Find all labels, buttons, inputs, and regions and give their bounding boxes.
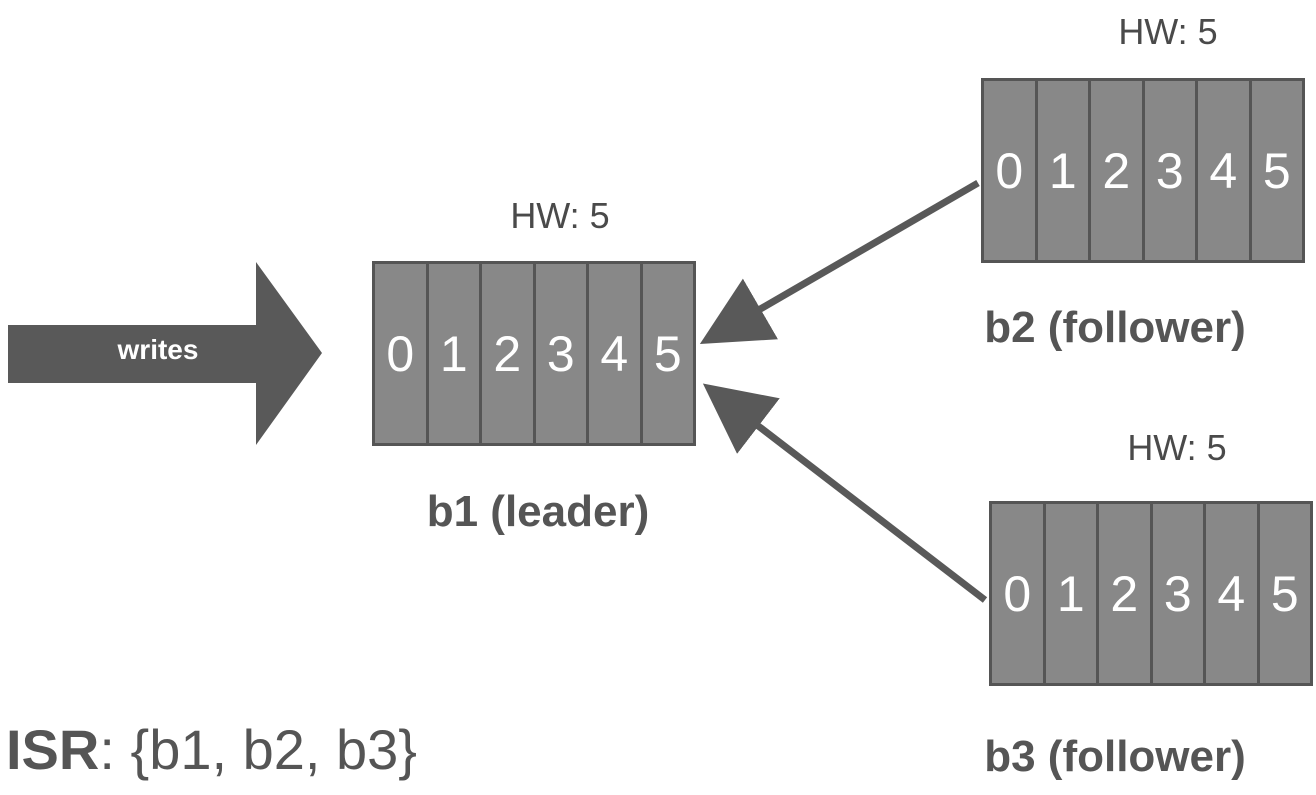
b2-label: b2 (follower) [984, 303, 1246, 352]
b2-offset-cell: 0 [984, 81, 1035, 260]
b2-hw-label: HW: 5 [1118, 11, 1218, 52]
b3-offset-cell: 0 [992, 504, 1043, 683]
b1-offset-cell: 0 [375, 264, 426, 443]
b3-offset-cell: 4 [1206, 504, 1257, 683]
b3-offset-cell: 5 [1259, 504, 1310, 683]
b3-offset-cell: 1 [1045, 504, 1096, 683]
isr-key: ISR [6, 718, 100, 781]
b3-hw-label: HW: 5 [1127, 427, 1227, 468]
b2-offset-cell: 2 [1091, 81, 1142, 260]
writes-label: writes [117, 334, 199, 365]
b1-label: b1 (leader) [426, 487, 650, 536]
b3-offset-cell: 2 [1099, 504, 1150, 683]
b1-offset-cell: 2 [482, 264, 533, 443]
writes-arrow [8, 262, 322, 445]
b2-offset-cell: 1 [1037, 81, 1088, 260]
b1-offset-cell: 5 [642, 264, 693, 443]
b1-offset-cell: 1 [428, 264, 479, 443]
b1-offset-cell: 3 [535, 264, 586, 443]
b1-hw-label: HW: 5 [510, 195, 610, 236]
b2-offset-cell: 5 [1251, 81, 1302, 260]
b3-label: b3 (follower) [984, 732, 1246, 781]
isr-value: {b1, b2, b3} [130, 718, 417, 781]
b2-offset-cell: 3 [1144, 81, 1195, 260]
replication-arrow-b2 [699, 179, 980, 345]
b1-offset-cell: 4 [589, 264, 640, 443]
replication-arrow-b3 [702, 383, 988, 603]
b3-offset-cell: 3 [1152, 504, 1203, 683]
isr-separator: : [99, 718, 131, 781]
isr-line: ISR: {b1, b2, b3} [6, 722, 417, 778]
b2-offset-cell: 4 [1198, 81, 1249, 260]
